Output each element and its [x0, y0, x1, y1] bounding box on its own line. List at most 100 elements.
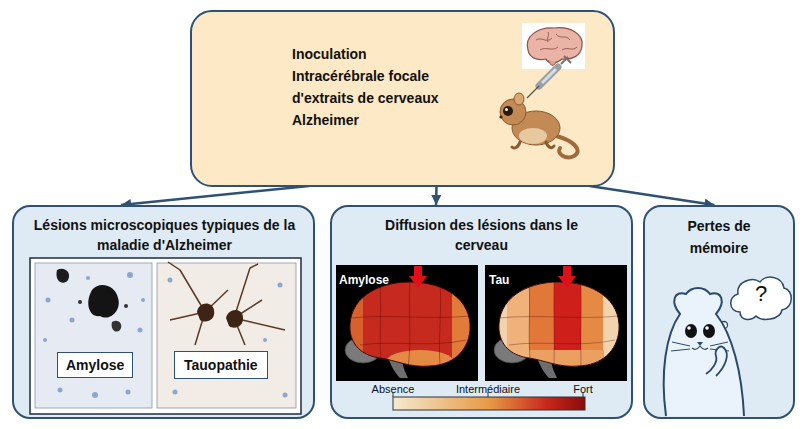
- amyloid-spread-brain: [386, 350, 454, 374]
- cartoon-animal: [664, 288, 744, 416]
- tau-spread-brain: [499, 282, 619, 368]
- tauopathy-image: [278, 283, 283, 288]
- amyloid-plaque-image: [78, 300, 82, 304]
- figure-label-holder: Intermédiaire: [456, 379, 520, 397]
- amyloid-plaque-image: [138, 328, 143, 333]
- syringe-icon: [539, 67, 558, 86]
- tau-spread-brain: [537, 358, 557, 378]
- donor-brain-icon: [522, 23, 585, 69]
- figure-label-holder: Fort: [573, 379, 593, 397]
- mouse-lemur-icon: [514, 93, 524, 105]
- mouse-lemur-icon: [503, 106, 513, 116]
- tauopathy-image: [157, 263, 296, 408]
- amyloid-spread-brain: [336, 265, 478, 381]
- amyloid-plaque-image: [43, 338, 47, 342]
- thought-bubble: [714, 332, 719, 337]
- tauopathy-image: [263, 338, 267, 342]
- figure-label: Tau: [489, 273, 509, 287]
- tauopathy-image: [197, 303, 214, 321]
- tauopathy-image: [168, 278, 173, 283]
- amyloid-spread-brain: [350, 282, 470, 368]
- tau-spread-brain: [507, 278, 529, 373]
- flow-arrow: [435, 186, 438, 205]
- figure-label: Fort: [573, 383, 593, 395]
- amyloid-plaque-image: [56, 269, 69, 283]
- tauopathy-image: [168, 262, 285, 345]
- box-heading: Lésions microscopiques typiques de la ma…: [22, 215, 307, 255]
- syringe-icon: [561, 57, 568, 64]
- amyloid-plaque-image: [35, 263, 152, 408]
- tauopathy-image: [173, 390, 178, 395]
- procedure-box: Inoculation Intracérébrale focale d'extr…: [190, 10, 615, 187]
- mouse-lemur-icon: [499, 115, 502, 118]
- tau-spread-brain: [485, 265, 627, 381]
- figure-label-holder: Absence: [372, 379, 415, 397]
- thought-bubble: [731, 277, 792, 319]
- cartoon-animal: [705, 326, 709, 330]
- amyloid-spread-brain: [409, 266, 427, 288]
- amyloid-spread-brain: [452, 278, 474, 373]
- amyloid-spread-brain: [388, 358, 408, 378]
- amyloid-plaque-image: [112, 321, 122, 332]
- cartoon-animal: [687, 326, 691, 330]
- cartoon-animal: [697, 342, 703, 346]
- figure-label-holder: Amylose: [339, 270, 389, 288]
- tauopathy-image: [226, 310, 243, 328]
- mouse-lemur-icon: [505, 108, 508, 111]
- tau-spread-brain: [494, 337, 530, 363]
- donor-brain-icon: [536, 32, 577, 50]
- tau-spread-brain: [494, 266, 624, 378]
- tau-spread-brain: [494, 278, 624, 373]
- donor-brain-icon: [548, 60, 556, 65]
- cartoon-animal: [664, 288, 744, 416]
- microscopy-frame: [30, 258, 301, 414]
- stain-label: Tauopathie: [184, 356, 258, 374]
- cartoon-animal: [692, 346, 708, 349]
- cartoon-animal: [671, 342, 729, 351]
- amyloid-plaque-image: [92, 392, 98, 398]
- mouse-lemur-icon: [512, 111, 560, 145]
- tau-spread-brain: [494, 278, 624, 373]
- thought-bubble: [714, 277, 792, 336]
- cartoon-animal: [703, 324, 715, 338]
- flow-arrow: [590, 186, 715, 205]
- amyloid-spread-brain: [350, 282, 470, 366]
- stain-label: Amylose: [66, 356, 124, 374]
- mouse-lemur-icon: [519, 128, 547, 144]
- tau-spread-brain: [529, 278, 554, 373]
- cartoon-animal: [685, 324, 697, 338]
- box-heading: Pertes de mémoire: [664, 215, 774, 259]
- syringe-icon: [527, 86, 539, 98]
- tau-spread-brain: [581, 278, 603, 373]
- amyloid-plaque-image: [126, 390, 131, 395]
- intensity-scale-bar: [393, 397, 585, 410]
- amyloid-spread-brain: [336, 265, 478, 381]
- mouse-lemur-icon: [556, 136, 578, 157]
- figure-label: ?: [755, 281, 767, 306]
- amyloid-spread-brain: [345, 278, 475, 373]
- syringe-icon: [564, 56, 571, 63]
- thought-bubble: [721, 322, 728, 329]
- stain-label-box: Tauopathie: [174, 351, 268, 379]
- box-heading: Inoculation Intracérébrale focale d'extr…: [292, 43, 460, 131]
- tauopathy-image: [157, 262, 296, 408]
- figure-label: Absence: [372, 383, 415, 395]
- mouse-lemur-icon: [500, 99, 526, 125]
- donor-brain-icon: [522, 23, 585, 69]
- amyloid-spread-brain: [345, 278, 363, 373]
- syringe-icon: [542, 69, 556, 83]
- stain-label-box: Amylose: [57, 352, 133, 378]
- amyloid-spread-brain: [345, 278, 475, 374]
- mouse-lemur-icon: [512, 142, 554, 148]
- amyloid-plaque-image: [127, 272, 133, 278]
- tau-spread-brain: [529, 350, 604, 370]
- amyloid-plaque-image: [46, 298, 51, 303]
- flow-arrow: [121, 186, 309, 205]
- tau-spread-brain: [558, 266, 576, 288]
- microscopy-frame: [30, 258, 301, 414]
- syringe-icon: [527, 56, 571, 98]
- amyloid-spread-brain: [345, 337, 381, 363]
- amyloid-plaque-image: [58, 388, 63, 393]
- figure-label-holder: Tau: [489, 270, 509, 288]
